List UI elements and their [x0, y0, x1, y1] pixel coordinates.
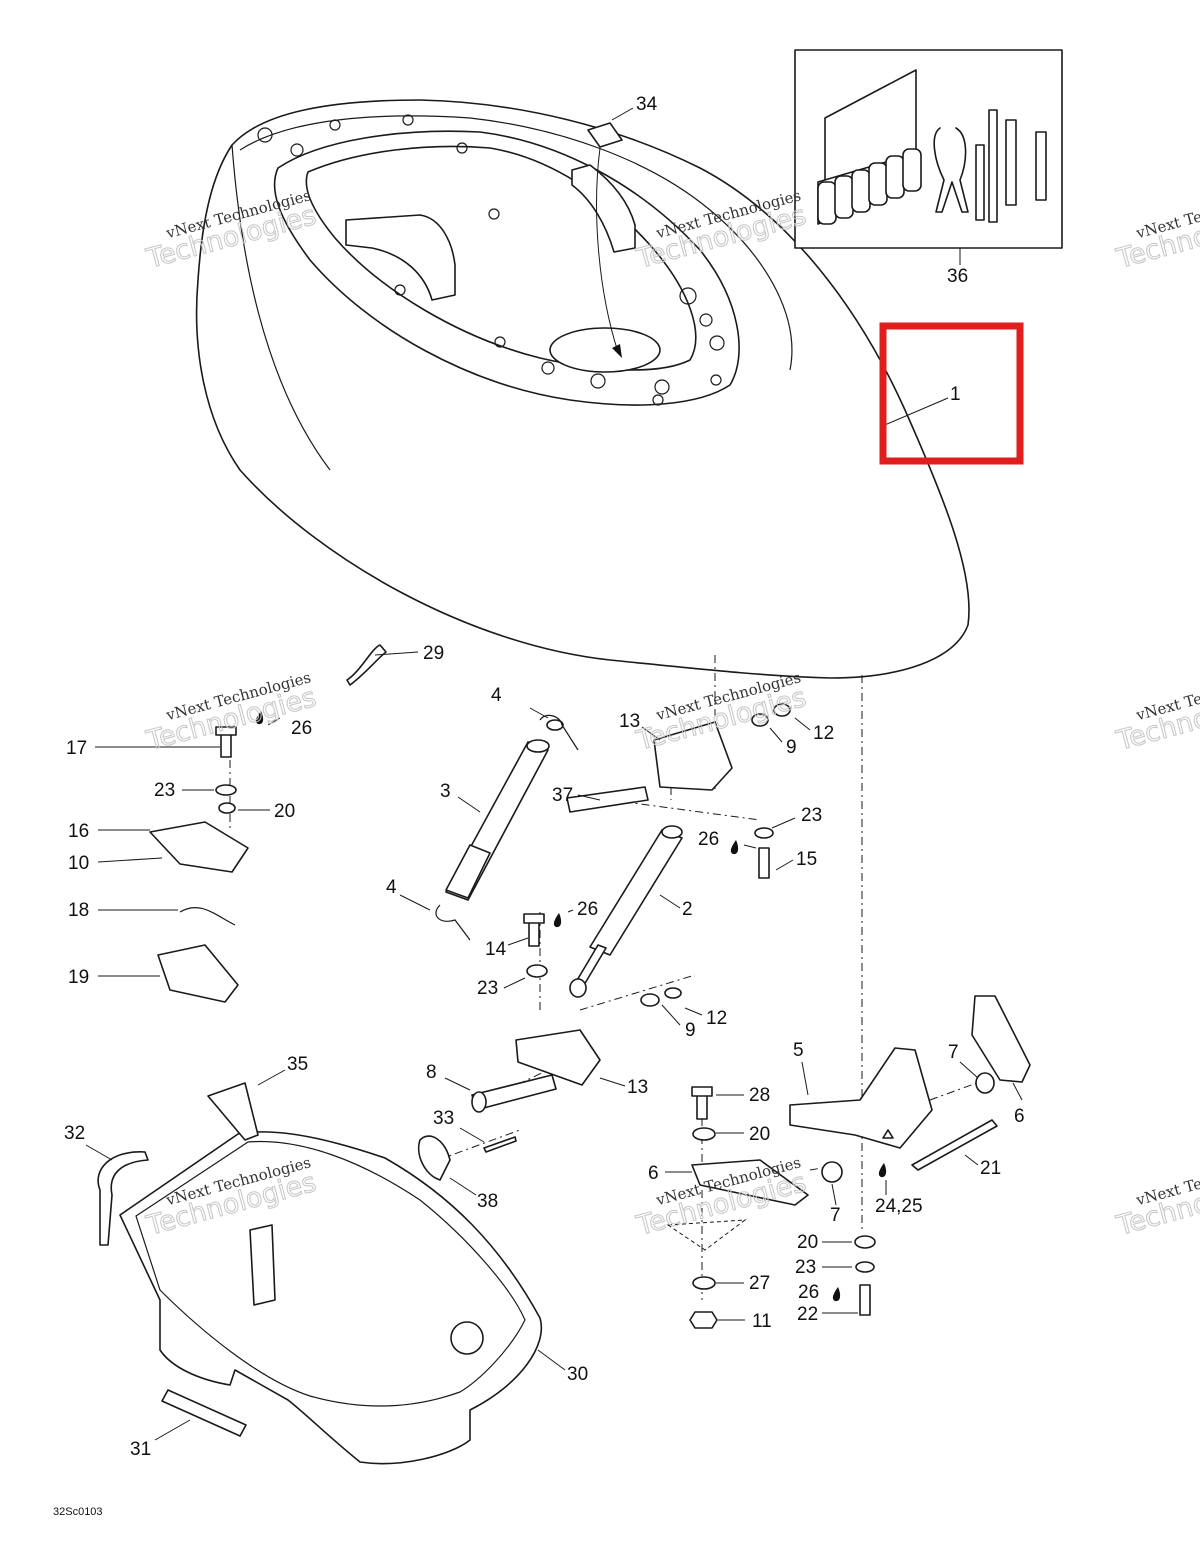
callout-29: 29 [423, 643, 444, 664]
callout-7: 7 [948, 1042, 959, 1063]
callout-12: 12 [813, 723, 834, 744]
callout-23: 23 [801, 805, 822, 826]
part-34-sleeve [587, 122, 623, 358]
callout-20: 20 [749, 1124, 770, 1145]
bracket-13 [515, 721, 733, 1086]
callout-27: 27 [749, 1273, 770, 1294]
leader-lines [85, 107, 1023, 1441]
callout-26: 26 [291, 718, 312, 739]
callout-26: 26 [798, 1282, 819, 1303]
callout-21: 21 [980, 1158, 1001, 1179]
callout-37: 37 [552, 785, 573, 806]
callout-13: 13 [627, 1077, 648, 1098]
callout-23: 23 [154, 780, 175, 801]
struts [445, 739, 683, 1113]
storage-bin [97, 1082, 543, 1465]
callout-11: 11 [752, 1311, 772, 1332]
callout-20: 20 [797, 1232, 818, 1253]
sealant-drop-icons [255, 711, 887, 1302]
highlight-box [879, 322, 1024, 465]
callout-33: 33 [433, 1108, 454, 1129]
callout-22: 22 [797, 1304, 818, 1325]
callout-14: 14 [485, 939, 507, 960]
callout-18: 18 [68, 900, 89, 921]
callout-10: 10 [68, 853, 89, 874]
callout-38: 38 [477, 1191, 498, 1212]
callout-9: 9 [685, 1020, 696, 1041]
latch-plates [149, 644, 387, 1003]
callouts: 1 34 36 29 4 13 12 9 17 26 23 20 3 37 23… [64, 94, 1025, 1460]
callout-17: 17 [66, 738, 87, 759]
callout-26: 26 [577, 899, 598, 920]
callout-24-25: 24,25 [875, 1196, 923, 1217]
callout-23: 23 [477, 978, 498, 999]
callout-4: 4 [386, 877, 397, 898]
callout-19: 19 [68, 967, 89, 988]
callout-28: 28 [749, 1085, 770, 1106]
callout-12: 12 [706, 1008, 727, 1029]
callout-30: 30 [567, 1364, 588, 1385]
callout-32: 32 [64, 1123, 85, 1144]
callout-31: 31 [130, 1439, 151, 1460]
callout-9: 9 [786, 737, 797, 758]
callout-2: 2 [682, 899, 693, 920]
callout-5: 5 [793, 1040, 804, 1061]
front-hood [195, 99, 970, 679]
callout-16: 16 [68, 821, 89, 842]
callout-15: 15 [796, 849, 817, 870]
callout-8: 8 [426, 1062, 437, 1083]
callout-34: 34 [636, 94, 658, 115]
callout-26: 26 [698, 829, 719, 850]
callout-6: 6 [648, 1163, 659, 1184]
tool-kit-box [794, 49, 1063, 249]
callout-7: 7 [830, 1205, 841, 1226]
callout-35: 35 [287, 1054, 308, 1075]
callout-13: 13 [619, 711, 640, 732]
callout-36: 36 [947, 266, 968, 287]
callout-4: 4 [491, 685, 502, 706]
hardware [215, 703, 995, 1329]
reference-code: 32Sc0103 [53, 1506, 103, 1518]
callout-6: 6 [1014, 1106, 1025, 1127]
callout-23: 23 [795, 1257, 816, 1278]
callout-3: 3 [440, 781, 451, 802]
arms [691, 995, 1031, 1206]
callout-1: 1 [950, 384, 961, 405]
callout-20: 20 [274, 801, 295, 822]
